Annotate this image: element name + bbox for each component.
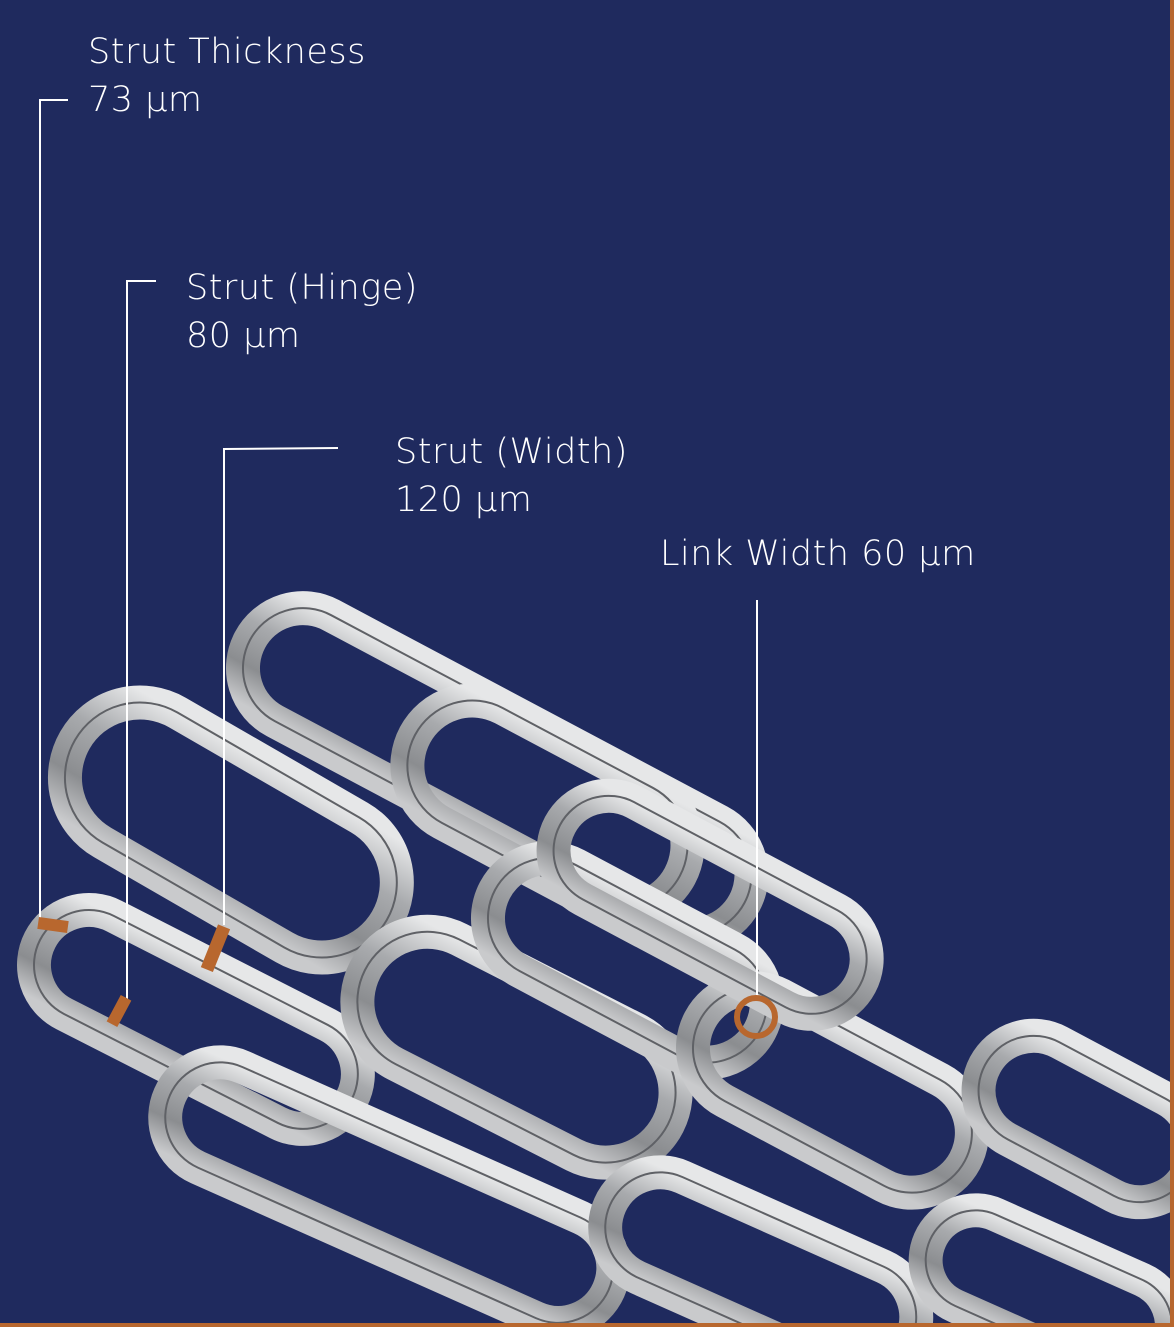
annotation-value: 80 µm (186, 316, 301, 356)
annotation-value: 120 µm (395, 480, 533, 520)
strut-loop-edge (486, 857, 768, 1064)
stent-struts (17, 591, 1170, 1323)
annotation-title: Strut (Width) (395, 432, 628, 472)
strut-loop-edge (604, 1171, 918, 1323)
marker-strut-width (200, 924, 231, 972)
leader-lines (39, 99, 758, 1000)
strut-loop-edge (924, 1209, 1170, 1323)
annotation-title: Link Width (660, 534, 850, 574)
marker-strut-hinge (106, 994, 132, 1028)
annotation-strut-hinge: Strut (Hinge) 80 µm (186, 264, 418, 360)
annotation-value: 73 µm (88, 80, 203, 120)
marker-strut-thickness (37, 916, 69, 934)
annotation-link-width: Link Width 60 µm (660, 530, 976, 578)
strut-loop-edge (552, 794, 868, 1015)
annotation-title: Strut (Hinge) (186, 268, 418, 308)
annotation-title: Strut Thickness (88, 32, 366, 72)
leader-strut-hinge (126, 280, 156, 1000)
marker-link-width (734, 995, 778, 1039)
strut-loop (961, 1018, 1170, 1220)
strut-loop-edge (691, 987, 973, 1194)
strut-loop-edge (164, 1061, 615, 1323)
strut-loop-edge (977, 1034, 1170, 1204)
annotation-strut-width: Strut (Width) 120 µm (395, 428, 628, 524)
annotation-strut-thickness: Strut Thickness 73 µm (88, 28, 366, 124)
strut-loop-edge (63, 701, 398, 959)
leader-strut-thickness (39, 99, 68, 918)
annotation-value: 60 µm (861, 534, 976, 574)
measurement-markers (37, 916, 778, 1039)
leader-strut-width (223, 447, 339, 925)
strut-loop (47, 685, 414, 975)
